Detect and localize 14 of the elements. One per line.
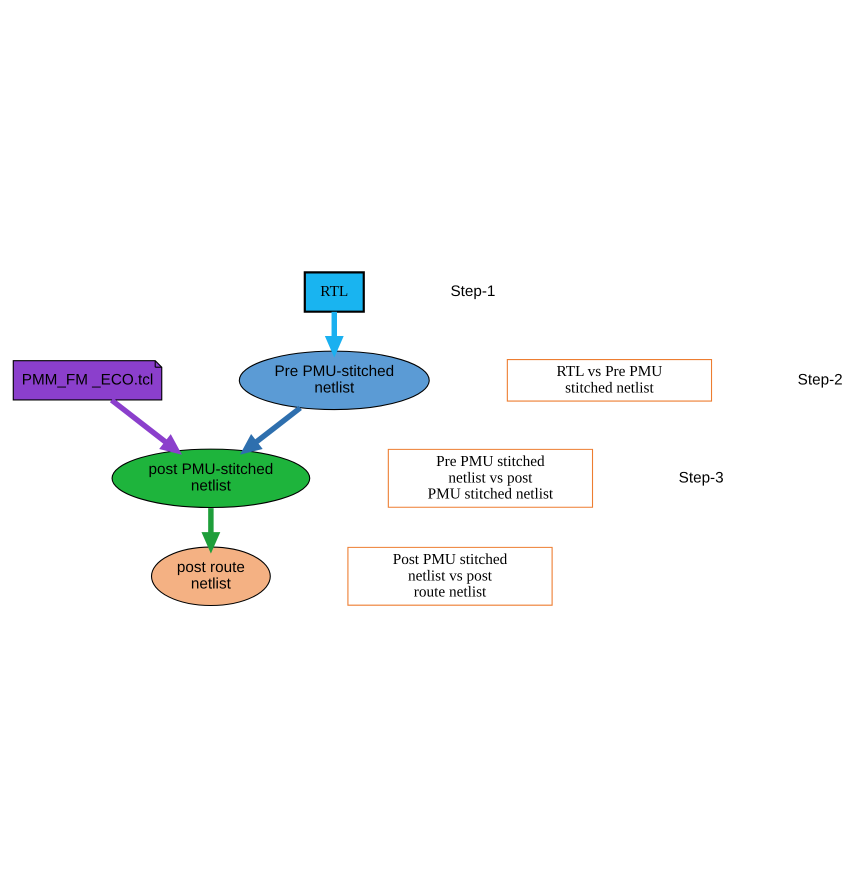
arrow xyxy=(324,311,344,358)
arrow xyxy=(240,405,302,454)
label: Step-3 xyxy=(678,468,724,486)
node-ellipse: post PMU-stitched netlist xyxy=(112,448,310,508)
node-box: Pre PMU stitched netlist vs post PMU stitched netlist xyxy=(388,448,594,508)
node-box: RTL vs Pre PMU stitched netlist xyxy=(506,358,712,402)
arrow xyxy=(110,397,182,454)
node-box: RTL xyxy=(304,270,365,312)
arrow xyxy=(201,508,220,554)
node-ellipse: post route netlist xyxy=(150,546,271,606)
node-ellipse: Pre PMU-stitched netlist xyxy=(238,350,430,410)
label: Step-2 xyxy=(798,370,843,388)
label: Step-1 xyxy=(450,282,496,300)
node-box: Post PMU stitched netlist vs post route netlist xyxy=(347,546,553,606)
